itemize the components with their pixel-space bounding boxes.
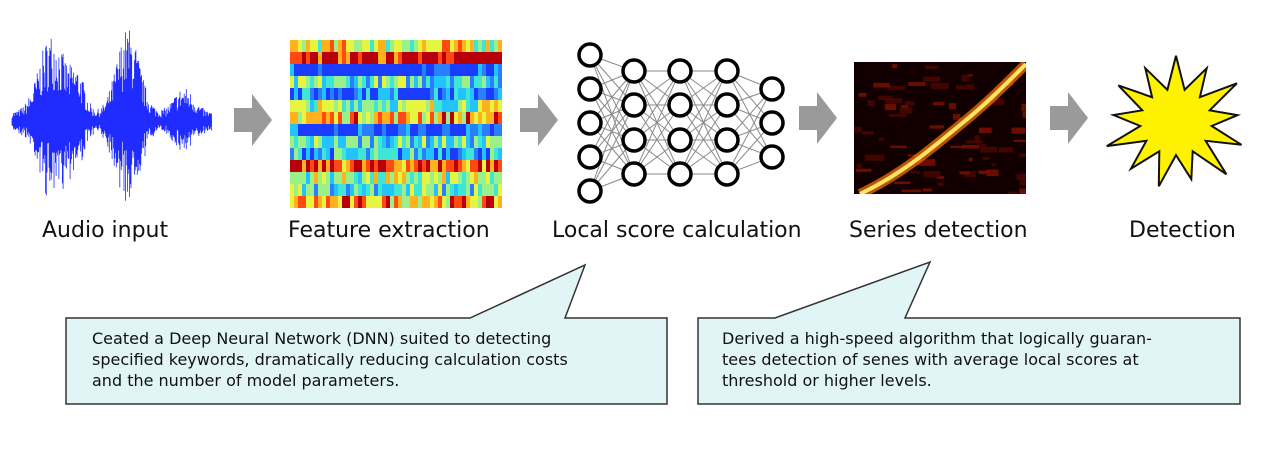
callout-line: tees detection of senes with average loc… <box>722 350 1139 369</box>
stage-label-series-detection: Series detection <box>849 218 1028 243</box>
stage-label-detection: Detection <box>1129 218 1236 243</box>
score-heatmap-icon <box>854 62 1026 194</box>
stage-label-local-score: Local score calculation <box>552 218 802 243</box>
audio-waveform-icon <box>11 30 212 201</box>
stage-label-feature-extraction: Feature extraction <box>288 218 490 243</box>
callout-dnn-bubble <box>65 263 668 405</box>
spectrogram-icon <box>290 40 502 208</box>
stage-label-audio-input: Audio input <box>42 218 169 243</box>
callout-line: and the number of model parameters. <box>92 371 400 390</box>
arrow-right-icon <box>520 94 558 146</box>
arrow-right-icon <box>234 94 272 146</box>
callout-line: Ceated a Deep Neural Network (DNN) suite… <box>92 329 552 348</box>
arrow-right-icon <box>799 92 837 144</box>
callout-line: Derived a high-speed algorithm that logi… <box>722 329 1152 348</box>
neural-network-icon <box>577 42 785 204</box>
starburst-icon <box>1106 55 1243 187</box>
callout-dnn-text: Ceated a Deep Neural Network (DNN) suite… <box>92 328 568 391</box>
callout-algorithm-text: Derived a high-speed algorithm that logi… <box>722 328 1152 391</box>
callout-line: specified keywords, dramatically reducin… <box>92 350 568 369</box>
arrow-right-icon <box>1050 92 1088 144</box>
callout-line: threshold or higher levels. <box>722 371 932 390</box>
callout-algorithm-bubble <box>697 260 1241 405</box>
